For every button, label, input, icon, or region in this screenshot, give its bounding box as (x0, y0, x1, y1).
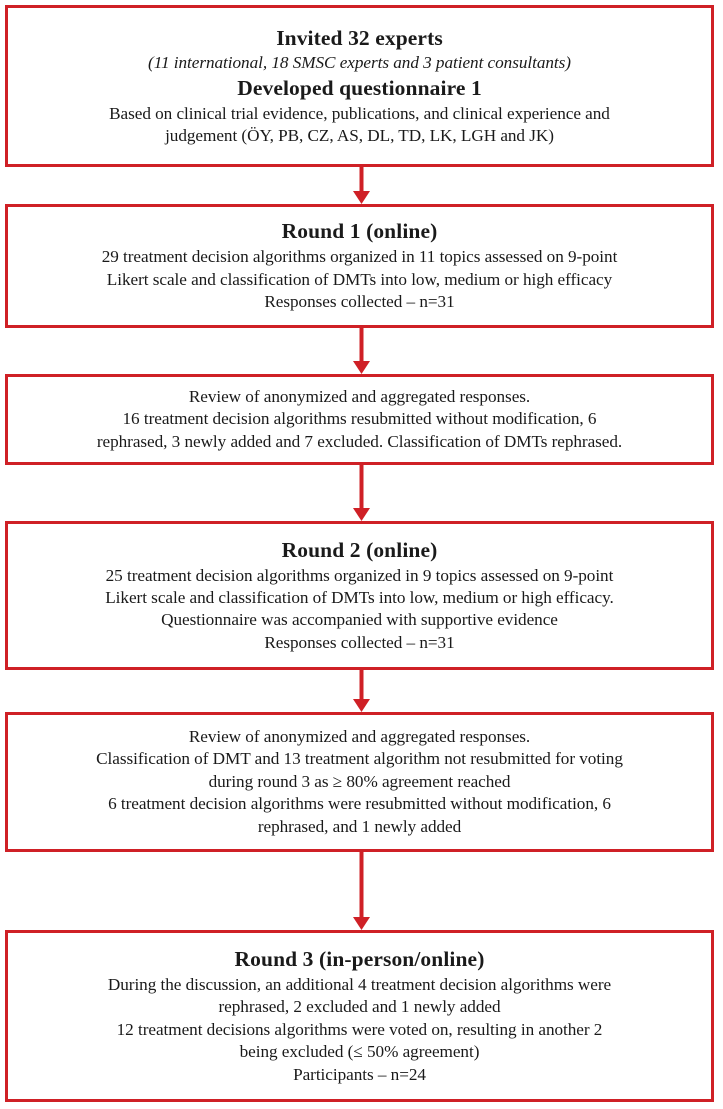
connector-arrow-4 (0, 670, 723, 712)
node-line-body: 12 treatment decisions algorithms were v… (116, 1019, 603, 1039)
flow-node-invited-experts: Invited 32 experts (11 international, 18… (5, 5, 714, 167)
node-line-body: Responses collected – n=31 (264, 292, 455, 312)
connector-arrow-1 (0, 167, 723, 204)
connector-arrow-5 (0, 852, 723, 930)
node-line-body: 6 treatment decision algorithms were res… (108, 794, 611, 814)
node-line-body: Review of anonymized and aggregated resp… (188, 386, 531, 406)
node-line-title: Round 3 (in-person/online) (234, 947, 485, 972)
flow-node-round-3: Round 3 (in-person/online) During the di… (5, 930, 714, 1102)
node-line-body: During the discussion, an additional 4 t… (107, 975, 612, 995)
node-line-body: 16 treatment decision algorithms resubmi… (122, 409, 597, 429)
node-line-body: Questionnaire was accompanied with suppo… (161, 610, 558, 630)
node-line-body: Review of anonymized and aggregated resp… (188, 727, 531, 747)
node-line-title: Invited 32 experts (276, 25, 443, 50)
node-line-body: 29 treatment decision algorithms organiz… (101, 247, 618, 267)
node-line-body: 25 treatment decision algorithms organiz… (105, 565, 614, 585)
node-line-body: during round 3 as ≥ 80% agreement reache… (208, 771, 511, 791)
node-line-body: Classification of DMT and 13 treatment a… (96, 749, 623, 769)
node-line-title-secondary: Developed questionnaire 1 (237, 75, 482, 100)
node-line-body: Based on clinical trial evidence, public… (109, 103, 610, 123)
node-line-subtitle: (11 international, 18 SMSC experts and 3… (148, 53, 571, 73)
node-line-body: Responses collected – n=31 (264, 632, 455, 652)
node-line-body: Participants – n=24 (293, 1064, 426, 1084)
node-line-body: Likert scale and classification of DMTs … (105, 588, 614, 608)
connector-arrow-3 (0, 465, 723, 521)
node-line-body: rephrased, 2 excluded and 1 newly added (218, 997, 501, 1017)
connector-arrow-2 (0, 328, 723, 374)
flow-node-round-2: Round 2 (online) 25 treatment decision a… (5, 521, 714, 670)
node-line-body: Likert scale and classification of DMTs … (106, 269, 613, 289)
node-line-body: judgement (ÖY, PB, CZ, AS, DL, TD, LK, L… (165, 126, 554, 146)
flow-node-round-1: Round 1 (online) 29 treatment decision a… (5, 204, 714, 328)
node-line-body: rephrased, 3 newly added and 7 excluded.… (96, 431, 623, 451)
node-line-title: Round 2 (online) (281, 537, 438, 562)
flow-node-review-1: Review of anonymized and aggregated resp… (5, 374, 714, 465)
flow-node-review-2: Review of anonymized and aggregated resp… (5, 712, 714, 852)
node-line-title: Round 1 (online) (281, 219, 438, 244)
node-line-body: being excluded (≤ 50% agreement) (239, 1042, 480, 1062)
node-line-body: rephrased, and 1 newly added (257, 816, 462, 836)
